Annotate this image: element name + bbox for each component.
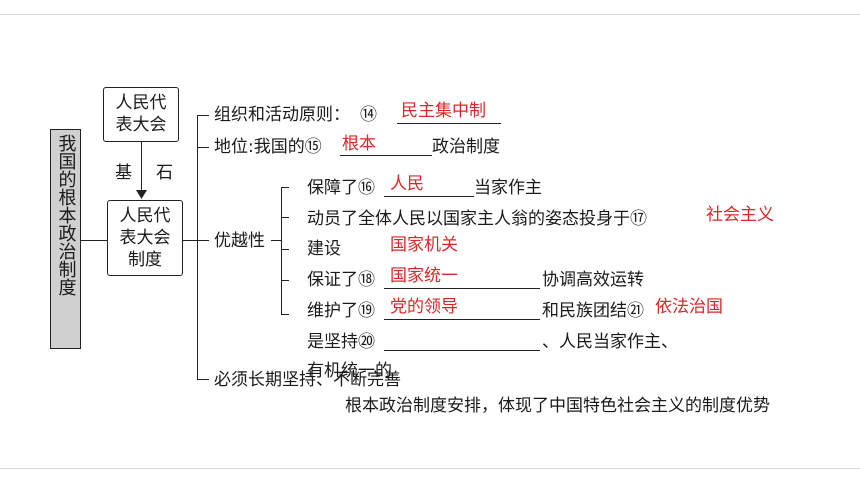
brace-tick-3 [197, 240, 209, 241]
system-node: 人民代 表大会 制度 [107, 200, 183, 276]
blank-19 [384, 319, 540, 320]
system-line2: 表大会 [119, 228, 171, 248]
blank-15 [340, 155, 432, 156]
system-line1: 人民代 [119, 206, 171, 226]
sup-tick-5 [281, 314, 289, 315]
basis-right: 石 [156, 163, 173, 183]
answer-19: 党的领导 [390, 297, 458, 317]
sup-item-17-prefix: 动员了全体人民以国家主人翁的姿态投身于⑰ [307, 209, 647, 229]
sup-item-16-suffix: 当家作主 [474, 178, 542, 198]
sup-tick-2 [281, 217, 289, 218]
answer-14: 民主集中制 [401, 101, 486, 121]
blank-16 [384, 196, 474, 197]
sup-item-18-prefix: 保证了⑱ [307, 270, 375, 290]
brace-tick-2 [197, 147, 209, 148]
sup-tick-3 [281, 249, 289, 250]
sup-item-19-prefix: 维护了⑲ [307, 301, 375, 321]
sup-item-16-prefix: 保障了⑯ [307, 178, 375, 198]
bottom-divider [0, 468, 860, 469]
arrow-down-icon [136, 190, 147, 199]
sup-item-build: 建设 [307, 239, 341, 259]
answer-17: 社会主义 [706, 205, 774, 225]
top-divider [0, 14, 860, 15]
sup-connector [271, 240, 281, 241]
blank-18 [384, 288, 540, 289]
blank-20 [384, 350, 540, 351]
basis-left: 基 [115, 163, 132, 183]
sup-item-19-suffix: 和民族团结㉑ [542, 301, 644, 321]
npc-node: 人民代 表大会 [103, 87, 179, 142]
root-label: 我国的根本政治制度 [55, 134, 77, 296]
conclusion-line1-prefix: 是坚持⑳ [307, 332, 375, 352]
answer-18: 国家统一 [390, 266, 458, 286]
sup-tick-4 [281, 280, 289, 281]
principle-label: 组织和活动原则：⑭ [214, 105, 377, 125]
blank-14 [397, 123, 501, 124]
conclusion-line3: 根本政治制度安排，体现了中国特色社会主义的制度优势 [345, 396, 770, 416]
status-prefix: 地位:我国的⑮ [214, 137, 322, 157]
sup-tick-1 [281, 187, 289, 188]
answer-16: 人民 [390, 174, 424, 194]
sup-item-18-suffix: 协调高效运转 [542, 270, 644, 290]
system-line3: 制度 [128, 250, 162, 270]
conclusion-line2: 有机统一的 [307, 361, 392, 381]
answer-21: 依法治国 [655, 297, 723, 317]
status-suffix: 政治制度 [432, 137, 500, 157]
root-node: 我国的根本政治制度 [50, 129, 81, 349]
npc-line2: 表大会 [115, 115, 167, 135]
system-connector [183, 240, 197, 241]
brace-tick-4 [197, 379, 209, 380]
root-connector [81, 240, 107, 241]
superiority-label: 优越性 [214, 231, 265, 251]
sup-brace [281, 187, 282, 314]
npc-line1: 人民代 [115, 93, 167, 113]
must-persist-label: 必须长期坚持、不断完善 [214, 370, 401, 390]
brace-tick-1 [197, 115, 209, 116]
answer-15: 根本 [342, 134, 376, 154]
basis-arrow-shaft [141, 142, 142, 192]
main-brace [197, 115, 198, 379]
answer-state-organs: 国家机关 [390, 235, 458, 255]
conclusion-line1-suffix: 、人民当家作主、 [542, 332, 678, 352]
